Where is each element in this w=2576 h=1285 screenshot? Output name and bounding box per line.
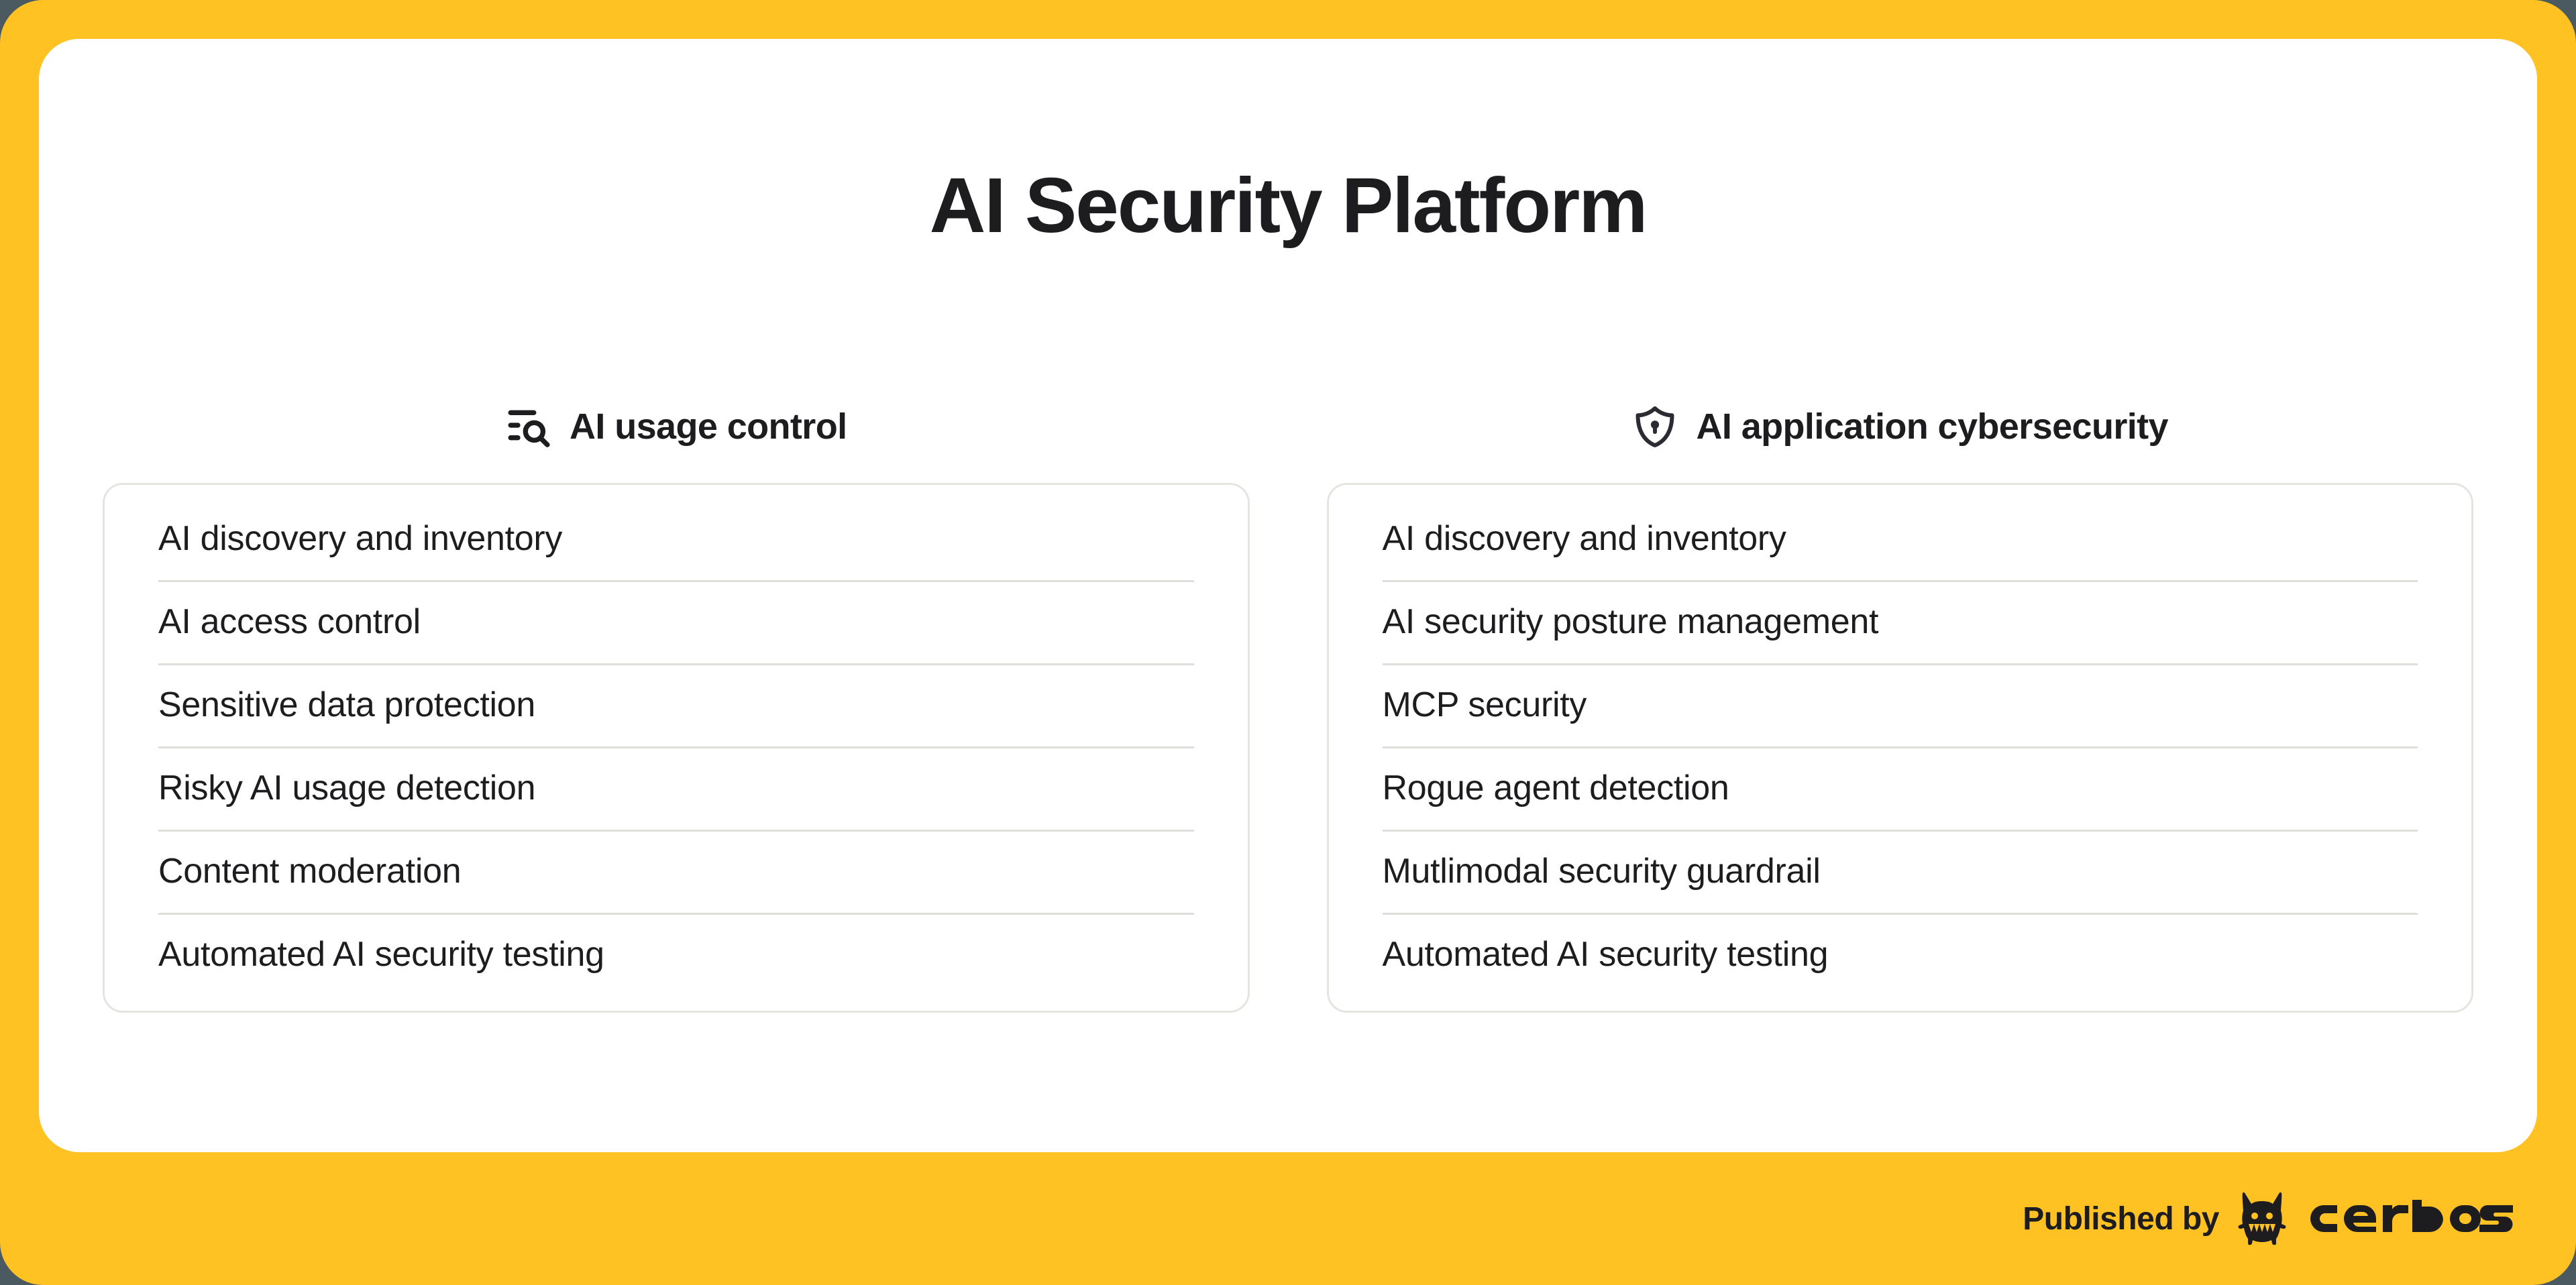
shield-lock-icon: [1635, 406, 1674, 448]
column-header-ai-application-cybersecurity: AI application cybersecurity: [1327, 394, 2474, 459]
list-item: Risky AI usage detection: [158, 746, 1194, 830]
column-header-label: AI usage control: [570, 406, 847, 447]
list-item: Sensitive data protection: [158, 663, 1194, 746]
column-header-label: AI application cybersecurity: [1696, 406, 2169, 447]
list-item: MCP security: [1382, 663, 2418, 746]
column-ai-application-cybersecurity: AI application cybersecurity AI discover…: [1326, 394, 2474, 1013]
list-item: Rogue agent detection: [1382, 746, 2418, 830]
list-item: Automated AI security testing: [1382, 913, 2418, 996]
page-title: AI Security Platform: [929, 162, 1648, 249]
list-item: AI discovery and inventory: [1382, 519, 1786, 558]
feature-list-panel-ai-application-cybersecurity: AI discovery and inventory AI security p…: [1326, 483, 2473, 1013]
published-by-label: Published by: [2023, 1200, 2219, 1237]
list-item: AI discovery and inventory: [158, 519, 563, 558]
list-item: AI security posture management: [1382, 580, 2418, 663]
cerbos-mascot-icon: [2238, 1192, 2286, 1245]
list-item: Content moderation: [158, 830, 1194, 913]
column-ai-usage-control: AI usage control AI discovery and invent…: [103, 394, 1250, 1013]
list-search-icon: [508, 410, 550, 447]
content-card: AI Security Platform AI usage control AI…: [39, 39, 2537, 1152]
list-item: AI access control: [158, 580, 1194, 663]
column-header-ai-usage-control: AI usage control: [103, 394, 1250, 459]
footer: Published by: [0, 1152, 2576, 1285]
list-item: Mutlimodal security guardrail: [1382, 830, 2418, 913]
feature-list-panel-ai-usage-control: AI discovery and inventory AI access con…: [103, 483, 1250, 1013]
cerbos-wordmark: [2310, 1200, 2513, 1232]
list-item: Automated AI security testing: [158, 913, 1194, 996]
columns-container: AI usage control AI discovery and invent…: [103, 394, 2473, 1013]
